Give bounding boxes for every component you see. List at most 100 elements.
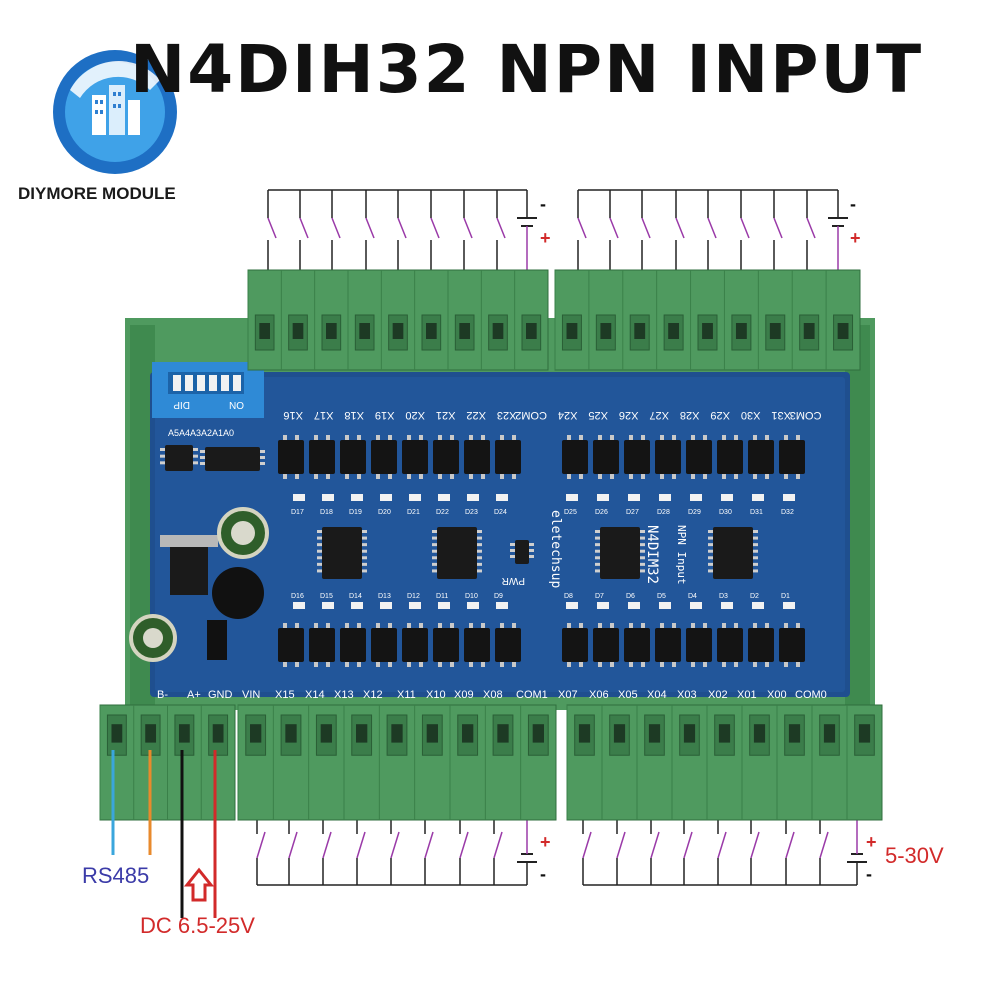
chip-pin	[326, 474, 330, 479]
optocoupler	[340, 628, 366, 662]
switch-contact	[806, 217, 816, 239]
chip-pin	[641, 474, 645, 479]
chip-pin	[260, 462, 265, 465]
chip-pin	[510, 555, 515, 558]
chip-pin	[283, 662, 287, 667]
chip-pin	[629, 662, 633, 667]
chip-pin	[641, 435, 645, 440]
terminal-screw	[359, 323, 370, 339]
optocoupler-row-lower-right	[686, 623, 712, 667]
chip-pin	[708, 556, 713, 560]
terminal-screw	[391, 724, 403, 743]
chip-pin	[765, 662, 769, 667]
terminal-screw	[634, 323, 646, 339]
led-label: D22	[436, 509, 449, 516]
chip-pin	[160, 448, 165, 451]
terminal-screw	[426, 323, 437, 339]
top-terminal-block-right	[554, 269, 861, 371]
bottom-terminal-label: X07	[558, 689, 578, 701]
plus-sign: +	[866, 832, 877, 852]
bottom-terminal-label: X00	[767, 689, 787, 701]
chip-pin	[432, 549, 437, 553]
chip-pin	[345, 435, 349, 440]
optocoupler	[779, 440, 805, 474]
chip-pin	[708, 536, 713, 540]
chip-pin	[438, 662, 442, 667]
chip-pin	[388, 623, 392, 628]
optocoupler	[309, 628, 335, 662]
chip-pin	[419, 623, 423, 628]
chip-pin	[796, 474, 800, 479]
terminal-screw	[426, 724, 438, 743]
switch-contact	[675, 217, 685, 239]
optocoupler	[278, 440, 304, 474]
terminal-screw	[285, 724, 297, 743]
bottom-terminal-label: X02	[708, 689, 728, 701]
bottom-terminal-label: B-	[157, 689, 168, 701]
bottom-terminal-label: COM0	[795, 689, 827, 701]
status-led	[628, 602, 640, 609]
dip-switch[interactable]: DIP ON	[152, 362, 264, 418]
bottom-terminal-block-power	[99, 704, 236, 821]
switch-contact	[707, 217, 717, 239]
optocoupler-row-upper-left	[433, 435, 459, 479]
chip-pin	[407, 662, 411, 667]
chip-pin	[407, 623, 411, 628]
chip-pin	[314, 662, 318, 667]
chip-pin	[200, 456, 205, 459]
optocoupler	[371, 440, 397, 474]
switch-contact	[773, 217, 783, 239]
chip-pin	[529, 555, 534, 558]
optocoupler-row-upper-right	[779, 435, 805, 479]
chip-pin	[295, 435, 299, 440]
chip-pin	[407, 474, 411, 479]
chip-pin	[598, 623, 602, 628]
dip-label: DIP	[173, 399, 190, 410]
chip-pin	[610, 474, 614, 479]
terminal-screw	[823, 724, 836, 743]
led-label: D6	[626, 593, 635, 600]
chip-pin	[283, 474, 287, 479]
optocoupler	[433, 440, 459, 474]
led-label: D12	[407, 593, 420, 600]
status-led	[438, 494, 450, 501]
chip-pin	[753, 543, 758, 547]
pwr-led	[510, 540, 534, 564]
chip-pin	[469, 662, 473, 667]
chip-pin	[708, 569, 713, 573]
chip-pin	[708, 562, 713, 566]
switch-contact	[424, 831, 434, 859]
chip-pin	[357, 623, 361, 628]
optocoupler	[562, 628, 588, 662]
shift-register-ic	[708, 527, 758, 579]
chip-pin	[345, 474, 349, 479]
chip-pin	[579, 435, 583, 440]
chip-pin	[796, 662, 800, 667]
chip-pin	[432, 562, 437, 566]
chip-pin	[595, 569, 600, 573]
switch-contact	[577, 217, 587, 239]
optocoupler-row-lower-left	[278, 623, 304, 667]
led-label: D9	[494, 593, 503, 600]
optocoupler	[779, 628, 805, 662]
chip-pin	[672, 435, 676, 440]
chip-pin	[512, 474, 516, 479]
chip-pin	[765, 474, 769, 479]
optocoupler-row-lower-right	[779, 623, 805, 667]
chip-pin	[691, 662, 695, 667]
switch-contact	[256, 831, 266, 859]
chip-pin	[660, 435, 664, 440]
rs485-transceiver-ic	[160, 445, 198, 471]
chip-pin	[477, 549, 482, 553]
switch-contact	[463, 217, 473, 239]
chip-pin	[481, 435, 485, 440]
optocoupler	[562, 440, 588, 474]
switch-contact	[390, 831, 400, 859]
chip-pin	[160, 454, 165, 458]
top-terminal-label: X27	[649, 409, 669, 421]
led-label: D21	[407, 509, 420, 516]
chip-pin	[579, 662, 583, 667]
pwr-silk: PWR	[502, 575, 525, 586]
switch-contact	[750, 831, 760, 859]
